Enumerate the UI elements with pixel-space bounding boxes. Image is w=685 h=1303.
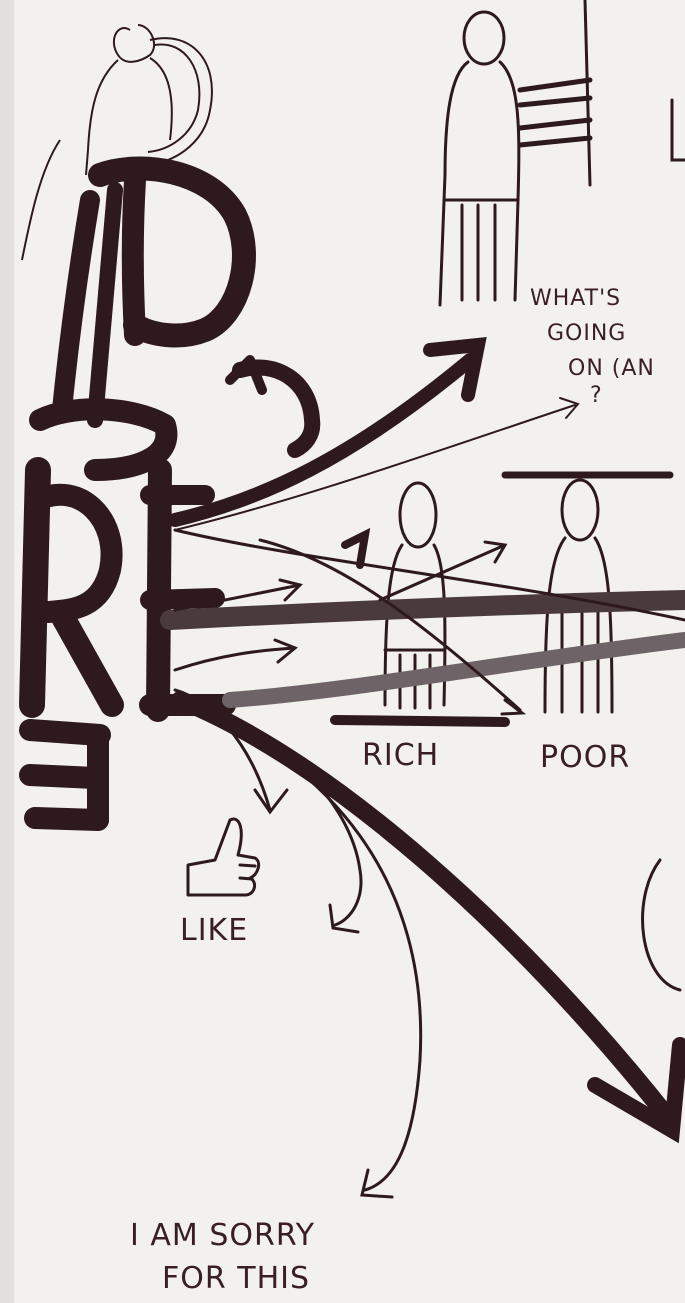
sorry-label-line2: FOR THIS [162,1261,310,1296]
poor-label: POOR [540,740,630,775]
whats-going-on-label-line1: WHAT'S [530,286,621,311]
rich-label: RICH [362,738,439,773]
question-mark-label: ? [590,383,603,408]
like-label: LIKE [180,913,248,948]
whats-going-on-label-line3: ON (AN [568,356,655,381]
page-gutter [0,0,14,1303]
sorry-label-line1: I AM SORRY [130,1218,315,1253]
whats-going-on-label-line2: GOING [547,321,626,346]
